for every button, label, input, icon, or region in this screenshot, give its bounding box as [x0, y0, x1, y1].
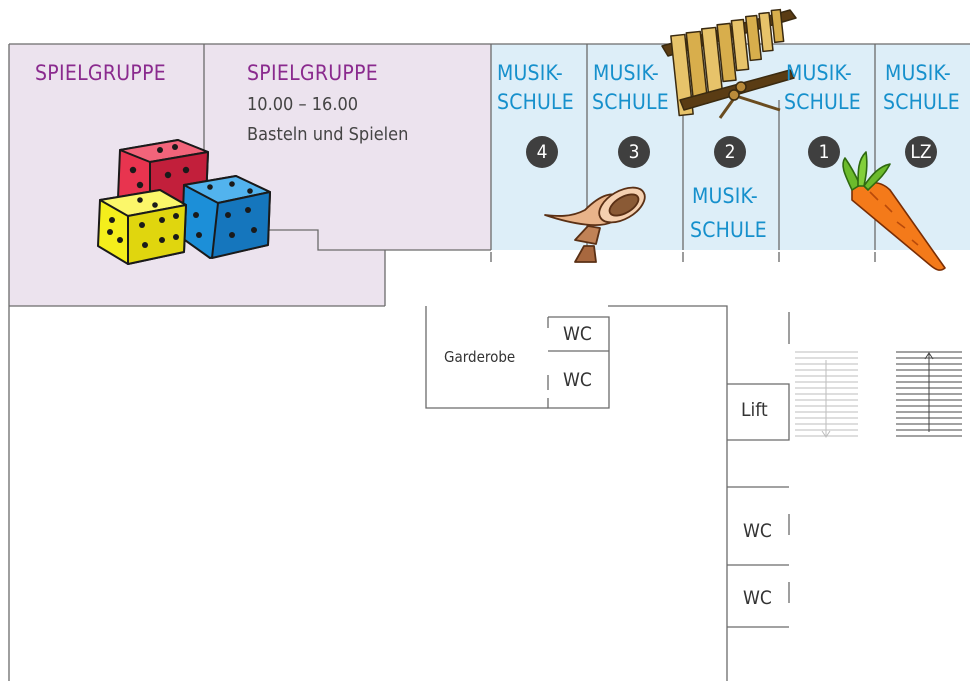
spielgruppe-title: SPIELGRUPPE [35, 61, 167, 85]
musikschule-3-line2: SCHULE [592, 90, 669, 114]
wall-stubs [490, 252, 876, 262]
wc-label: WC [563, 323, 592, 345]
musikschule-3-line1: MUSIK- [593, 61, 659, 85]
spielgruppe-activity: Basteln und Spielen [247, 124, 409, 145]
wc-label: WC [743, 520, 772, 542]
room-number-badge: 2 [714, 136, 746, 168]
musikschule-1-line1: MUSIK- [786, 61, 852, 85]
musikschule-lz-line1: MUSIK- [885, 61, 951, 85]
wc-label: WC [563, 369, 592, 391]
stairs-up [896, 351, 962, 437]
wc-label: WC [743, 587, 772, 609]
musikschule-2-line2: SCHULE [690, 218, 767, 242]
musikschule-2-line1: MUSIK- [692, 184, 758, 208]
room-number-badge: LZ [905, 136, 937, 168]
musikschule-lz-line2: SCHULE [883, 90, 960, 114]
garderobe-label: Garderobe [444, 348, 516, 366]
musikschule-4-line1: MUSIK- [497, 61, 563, 85]
spielgruppe-title: SPIELGRUPPE [247, 61, 379, 85]
musikschule-4-line2: SCHULE [497, 90, 574, 114]
xylophone-icon [661, 8, 797, 119]
right-core [727, 312, 790, 628]
dice-icon [97, 139, 271, 265]
room-number-badge: 3 [618, 136, 650, 168]
musikschule-1-line2: SCHULE [784, 90, 861, 114]
lift-label: Lift [741, 399, 768, 421]
carrot-icon [842, 151, 946, 271]
stairs-down [795, 351, 858, 438]
horn-icon [544, 186, 646, 263]
room-number-badge: 1 [808, 136, 840, 168]
spielgruppe-time: 10.00 – 16.00 [247, 94, 359, 115]
garderobe-block [425, 305, 728, 681]
room-number-badge: 4 [526, 136, 558, 168]
